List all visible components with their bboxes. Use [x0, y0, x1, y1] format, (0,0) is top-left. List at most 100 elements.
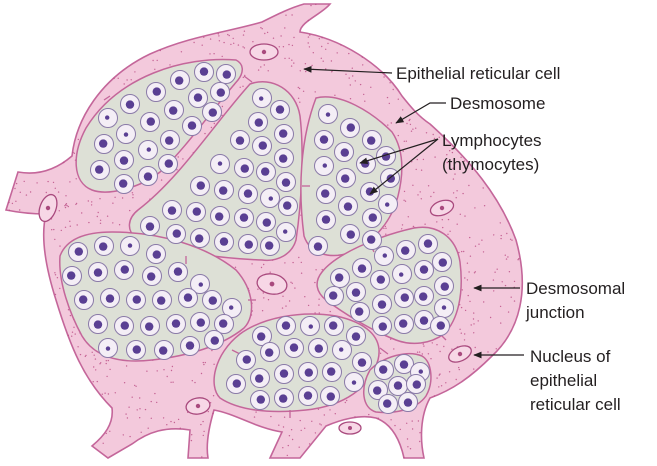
stipple-dot	[459, 369, 460, 370]
stipple-dot	[319, 423, 320, 424]
stipple-dot	[108, 360, 109, 361]
stipple-dot	[348, 53, 349, 54]
stipple-dot	[263, 297, 264, 298]
stipple-dot	[417, 159, 418, 160]
lymphocyte	[415, 261, 434, 280]
stipple-dot	[299, 447, 300, 448]
lymphocyte	[275, 389, 294, 408]
stipple-dot	[135, 386, 136, 387]
stipple-dot	[141, 432, 142, 433]
stipple-dot	[478, 320, 479, 321]
stipple-dot	[263, 264, 264, 265]
stipple-dot	[208, 411, 209, 412]
stipple-dot	[157, 370, 158, 371]
stipple-dot	[69, 181, 70, 182]
stipple-dot	[122, 197, 123, 198]
stipple-dot	[106, 363, 107, 364]
stipple-dot	[406, 141, 407, 142]
stipple-dot	[385, 234, 386, 235]
stipple-dot	[304, 296, 305, 297]
stipple-dot	[205, 362, 206, 363]
lymphocyte	[179, 289, 198, 308]
stipple-dot	[292, 45, 293, 46]
stipple-dot	[305, 63, 306, 64]
stipple-dot	[264, 64, 265, 65]
lymphocyte	[147, 245, 166, 264]
stipple-dot	[403, 457, 404, 458]
stipple-dot	[294, 287, 295, 288]
stipple-dot	[473, 332, 474, 333]
stipple-dot	[468, 185, 469, 186]
stipple-dot	[91, 201, 92, 202]
stipple-dot	[470, 256, 471, 257]
lymphocyte	[235, 159, 254, 178]
stipple-dot	[464, 339, 465, 340]
lymphocyte	[163, 201, 182, 220]
lymphocyte	[323, 363, 342, 382]
stipple-dot	[109, 431, 110, 432]
lymphocyte	[121, 237, 140, 256]
stipple-dot	[415, 128, 416, 129]
lymphocyte	[397, 241, 416, 260]
stipple-dot	[30, 191, 31, 192]
lymphocyte	[239, 185, 258, 204]
stipple-dot	[459, 329, 460, 330]
lymphocyte	[75, 291, 94, 310]
stipple-dot	[251, 263, 252, 264]
stipple-dot	[464, 215, 465, 216]
stipple-dot	[436, 344, 437, 345]
stipple-dot	[305, 71, 306, 72]
stipple-dot	[409, 119, 410, 120]
stipple-dot	[8, 202, 9, 203]
stipple-dot	[293, 37, 294, 38]
stipple-dot	[134, 71, 135, 72]
lymphocyte	[141, 217, 160, 236]
stipple-dot	[298, 87, 299, 88]
stipple-dot	[447, 234, 448, 235]
lymphocyte	[321, 387, 340, 406]
stipple-dot	[403, 200, 404, 201]
lymphocyte	[253, 89, 272, 108]
lymphocyte	[121, 95, 140, 114]
stipple-dot	[282, 447, 283, 448]
stipple-dot	[349, 77, 350, 78]
stipple-dot	[240, 87, 241, 88]
stipple-dot	[292, 283, 293, 284]
stipple-dot	[132, 192, 133, 193]
stipple-dot	[300, 70, 301, 71]
stipple-dot	[92, 352, 93, 353]
stipple-dot	[345, 402, 346, 403]
stipple-dot	[172, 366, 173, 367]
stipple-dot	[26, 194, 27, 195]
stipple-dot	[318, 299, 319, 300]
stipple-dot	[126, 79, 127, 80]
stipple-dot	[270, 416, 271, 417]
stipple-dot	[124, 382, 125, 383]
stipple-dot	[319, 38, 320, 39]
lymphocyte	[317, 211, 336, 230]
stipple-dot	[432, 342, 433, 343]
lymphocyte	[99, 339, 118, 358]
stipple-dot	[174, 422, 175, 423]
stipple-dot	[270, 272, 271, 273]
stipple-dot	[53, 182, 54, 183]
stipple-dot	[139, 417, 140, 418]
stipple-dot	[139, 397, 140, 398]
stipple-dot	[309, 34, 310, 35]
stipple-dot	[191, 434, 192, 435]
lymphocyte	[435, 299, 454, 318]
stipple-dot	[363, 94, 364, 95]
stipple-dot	[100, 220, 101, 221]
stipple-dot	[442, 227, 443, 228]
stipple-dot	[200, 424, 201, 425]
stipple-dot	[441, 385, 442, 386]
stipple-dot	[137, 409, 138, 410]
stipple-dot	[469, 237, 470, 238]
stipple-dot	[167, 376, 168, 377]
stipple-dot	[65, 227, 66, 228]
stipple-dot	[457, 224, 458, 225]
stipple-dot	[211, 127, 212, 128]
lymphocyte	[315, 131, 334, 150]
lymphocyte	[191, 313, 210, 332]
stipple-dot	[389, 82, 390, 83]
